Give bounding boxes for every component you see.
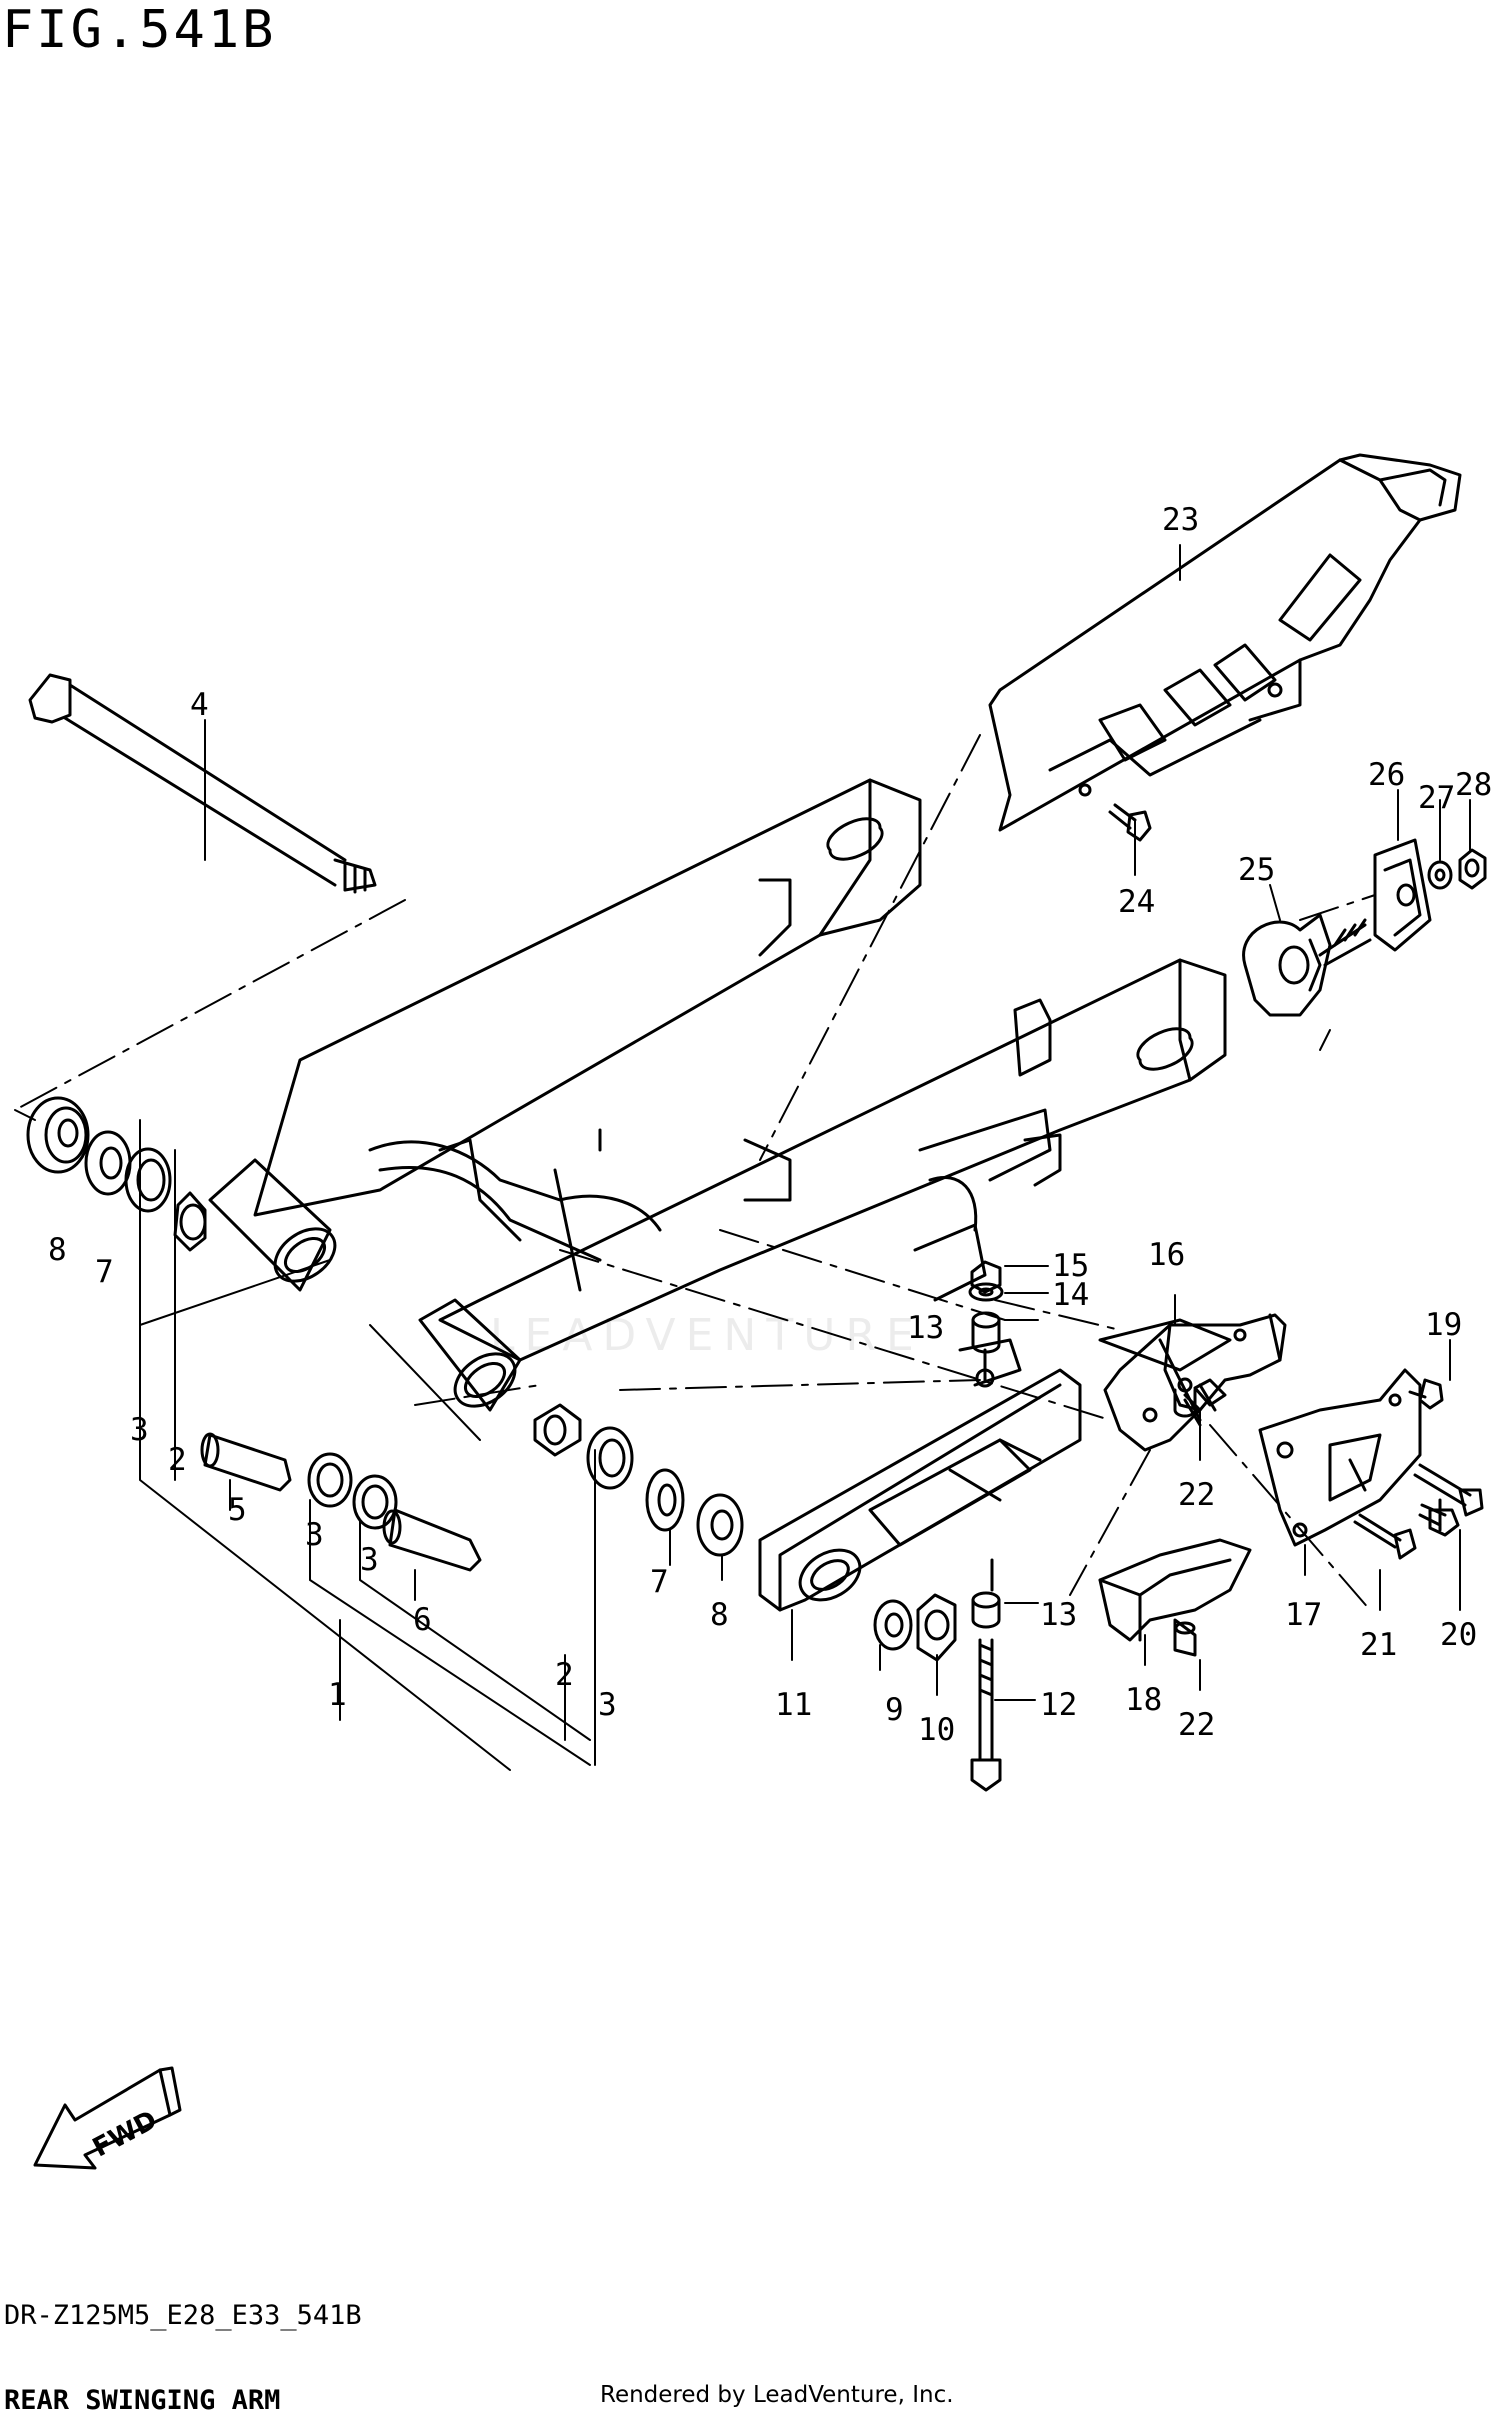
callout-7: 7	[95, 1254, 114, 1290]
buffer-fasteners	[873, 1260, 1004, 1792]
callout-22: 22	[1178, 1707, 1215, 1743]
chain-guard-bolt	[1108, 803, 1152, 842]
model-code: DR-Z125M5_E28_E33_541B	[4, 2300, 362, 2331]
callout-10: 10	[918, 1712, 955, 1748]
leader-lines	[14, 544, 1471, 1771]
callout-25: 25	[1238, 852, 1275, 888]
callout-3: 3	[305, 1517, 324, 1553]
callout-7: 7	[650, 1564, 669, 1600]
callout-11: 11	[775, 1687, 812, 1723]
callout-19: 19	[1425, 1307, 1462, 1343]
callout-3: 3	[360, 1542, 379, 1578]
watermark-text: LEADVENTURE	[490, 1310, 924, 1361]
callout-4: 4	[190, 687, 209, 723]
callout-12: 12	[1040, 1687, 1077, 1723]
adjuster-end-cap	[1373, 838, 1487, 952]
callout-16: 16	[1148, 1237, 1185, 1273]
callout-9: 9	[885, 1692, 904, 1728]
callout-21: 21	[1360, 1627, 1397, 1663]
callout-3: 3	[130, 1412, 149, 1448]
figure-title: FIG.541B	[2, 0, 277, 60]
swingarm	[208, 778, 1232, 1422]
figure-name: REAR SWINGING ARM	[4, 2385, 281, 2416]
callout-1: 1	[328, 1677, 347, 1713]
fwd-label: FWD	[88, 2105, 162, 2163]
fwd-arrow-icon	[33, 2066, 182, 2170]
callout-17: 17	[1285, 1597, 1322, 1633]
render-credit: Rendered by LeadVenture, Inc.	[600, 2382, 954, 2408]
callout-14: 14	[1052, 1277, 1089, 1313]
chain-guard	[988, 453, 1462, 832]
bracket-bolts	[1353, 1378, 1484, 1560]
center-lines	[14, 734, 1376, 1611]
callout-13: 13	[1040, 1597, 1077, 1633]
callout-8: 8	[710, 1597, 729, 1633]
callout-3: 3	[598, 1687, 617, 1723]
callout-26: 26	[1368, 757, 1405, 793]
callout-23: 23	[1162, 502, 1199, 538]
bushings-bearings	[200, 1403, 744, 1572]
callout-8: 8	[48, 1232, 67, 1268]
callout-24: 24	[1118, 884, 1155, 920]
callout-15: 15	[1052, 1248, 1089, 1284]
callout-18: 18	[1125, 1682, 1162, 1718]
buffer-bracket-upper	[1103, 1313, 1287, 1452]
callout-2: 2	[555, 1657, 574, 1693]
callout-28: 28	[1455, 767, 1492, 803]
callout-22: 22	[1178, 1477, 1215, 1513]
chain-adjuster	[1242, 913, 1372, 1017]
callout-2: 2	[168, 1442, 187, 1478]
pivot-shaft	[28, 673, 377, 894]
callout-27: 27	[1418, 780, 1455, 816]
callout-6: 6	[413, 1602, 432, 1638]
callout-5: 5	[228, 1492, 247, 1528]
callout-13: 13	[907, 1310, 944, 1346]
buffer-block	[1098, 1388, 1252, 1657]
chain-buffer	[758, 1338, 1082, 1612]
callout-20: 20	[1440, 1617, 1477, 1653]
